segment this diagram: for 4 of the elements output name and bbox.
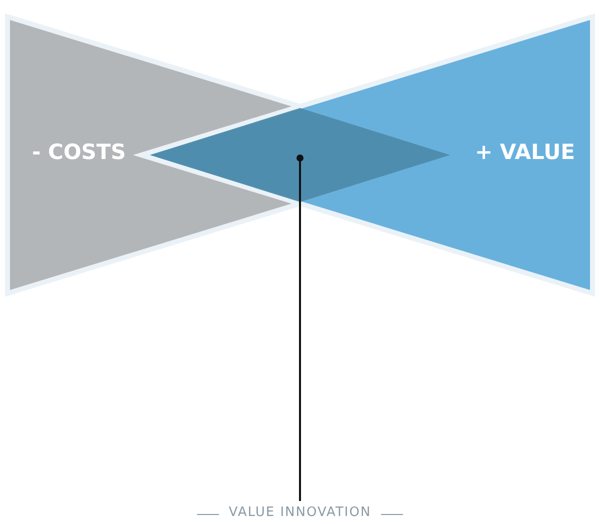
triangle-label: - COSTS — [32, 140, 126, 164]
triangle-label: + VALUE — [475, 140, 576, 164]
caption-label: VALUE INNOVATION — [228, 505, 372, 520]
leader-line — [296, 154, 304, 501]
